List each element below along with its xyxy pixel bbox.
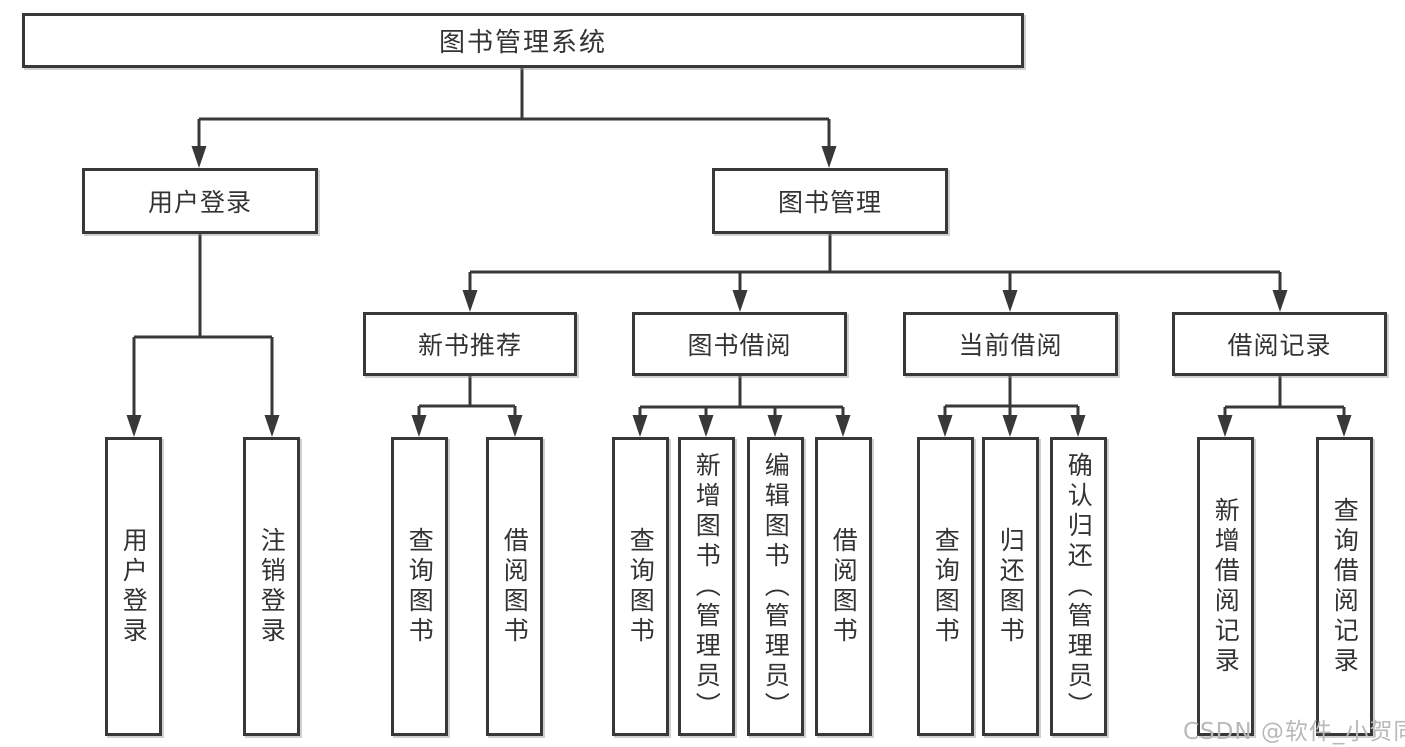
- node-borrowing-records: 借阅记录: [1172, 312, 1387, 376]
- connector-book-borrow-children: [632, 376, 851, 437]
- node-leaf-return-book: 归还图书: [982, 437, 1039, 736]
- node-leaf-confirm-return-admin: 确认归还（管理员）: [1050, 437, 1107, 736]
- node-leaf-logout: 注销登录: [243, 437, 300, 736]
- node-leaf-add-borrow-record: 新增借阅记录: [1197, 437, 1254, 736]
- node-leaf-borrow-books-borrow: 借阅图书: [815, 437, 872, 736]
- node-leaf-user-login: 用户登录: [105, 437, 162, 736]
- node-book-management: 图书管理: [712, 168, 948, 234]
- node-leaf-edit-book-admin: 编辑图书（管理员）: [747, 437, 804, 736]
- node-leaf-query-borrow-record: 查询借阅记录: [1316, 437, 1373, 736]
- connector-new-book-rec-children: [411, 376, 523, 437]
- node-current-borrowing: 当前借阅: [903, 312, 1118, 376]
- connector-user-login-children: [126, 233, 280, 437]
- connector-book-mgmt-to-level3: [462, 234, 1288, 312]
- connector-root-to-level2: [191, 68, 837, 168]
- csdn-watermark: CSDN @软件_小贺同学: [1183, 719, 1405, 745]
- node-book-borrowing: 图书借阅: [632, 312, 847, 376]
- node-leaf-borrow-books-rec: 借阅图书: [486, 437, 543, 736]
- connector-current-borrow-children: [937, 376, 1086, 437]
- node-leaf-query-books-rec: 查询图书: [391, 437, 448, 736]
- node-leaf-query-books-borrow: 查询图书: [612, 437, 669, 736]
- node-leaf-query-books-current: 查询图书: [917, 437, 974, 736]
- connector-borrow-records-children: [1217, 376, 1352, 437]
- node-user-login: 用户登录: [82, 168, 318, 234]
- node-new-book-recommendation: 新书推荐: [363, 312, 577, 376]
- node-leaf-add-book-admin: 新增图书（管理员）: [678, 437, 735, 736]
- node-library-management-system: 图书管理系统: [22, 13, 1024, 68]
